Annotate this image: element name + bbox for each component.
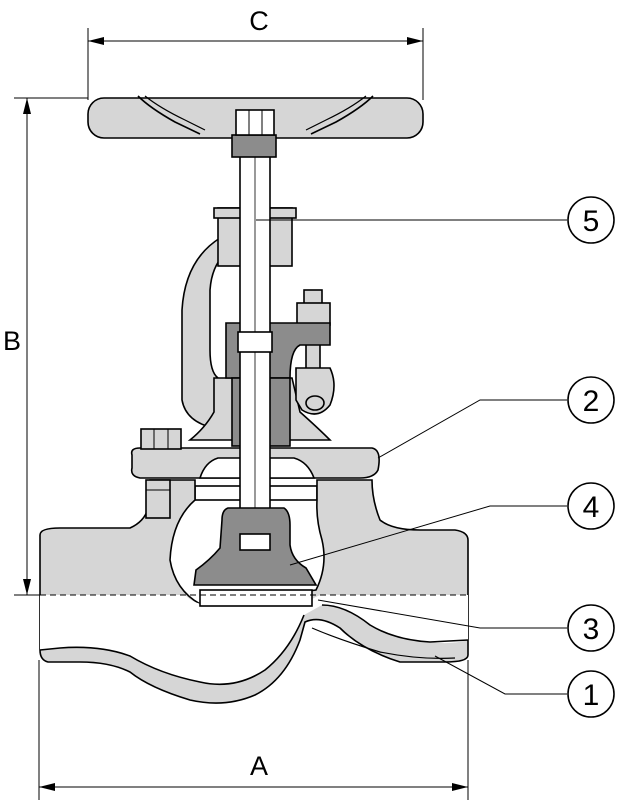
dimension-c-label: C bbox=[249, 6, 269, 36]
callout-3-number: 3 bbox=[583, 613, 600, 646]
dimension-b: B bbox=[3, 97, 88, 596]
callout-5-number: 5 bbox=[583, 205, 600, 238]
callout-4-number: 4 bbox=[583, 491, 600, 524]
callout-1: 1 bbox=[434, 655, 615, 718]
valve-body bbox=[39, 479, 469, 704]
callout-1-number: 1 bbox=[583, 679, 600, 712]
dimension-b-label: B bbox=[3, 326, 21, 356]
callout-3: 3 bbox=[317, 599, 615, 652]
callout-5: 5 bbox=[256, 196, 615, 244]
callout-2-number: 2 bbox=[583, 385, 600, 418]
callout-2: 2 bbox=[377, 376, 615, 459]
stem bbox=[231, 109, 277, 551]
gland-bolt bbox=[295, 289, 335, 415]
disc bbox=[193, 507, 318, 586]
dimension-a-label: A bbox=[250, 751, 268, 781]
dimension-a: A bbox=[38, 660, 469, 800]
dimension-c: C bbox=[87, 6, 424, 100]
callout-4: 4 bbox=[289, 482, 615, 566]
